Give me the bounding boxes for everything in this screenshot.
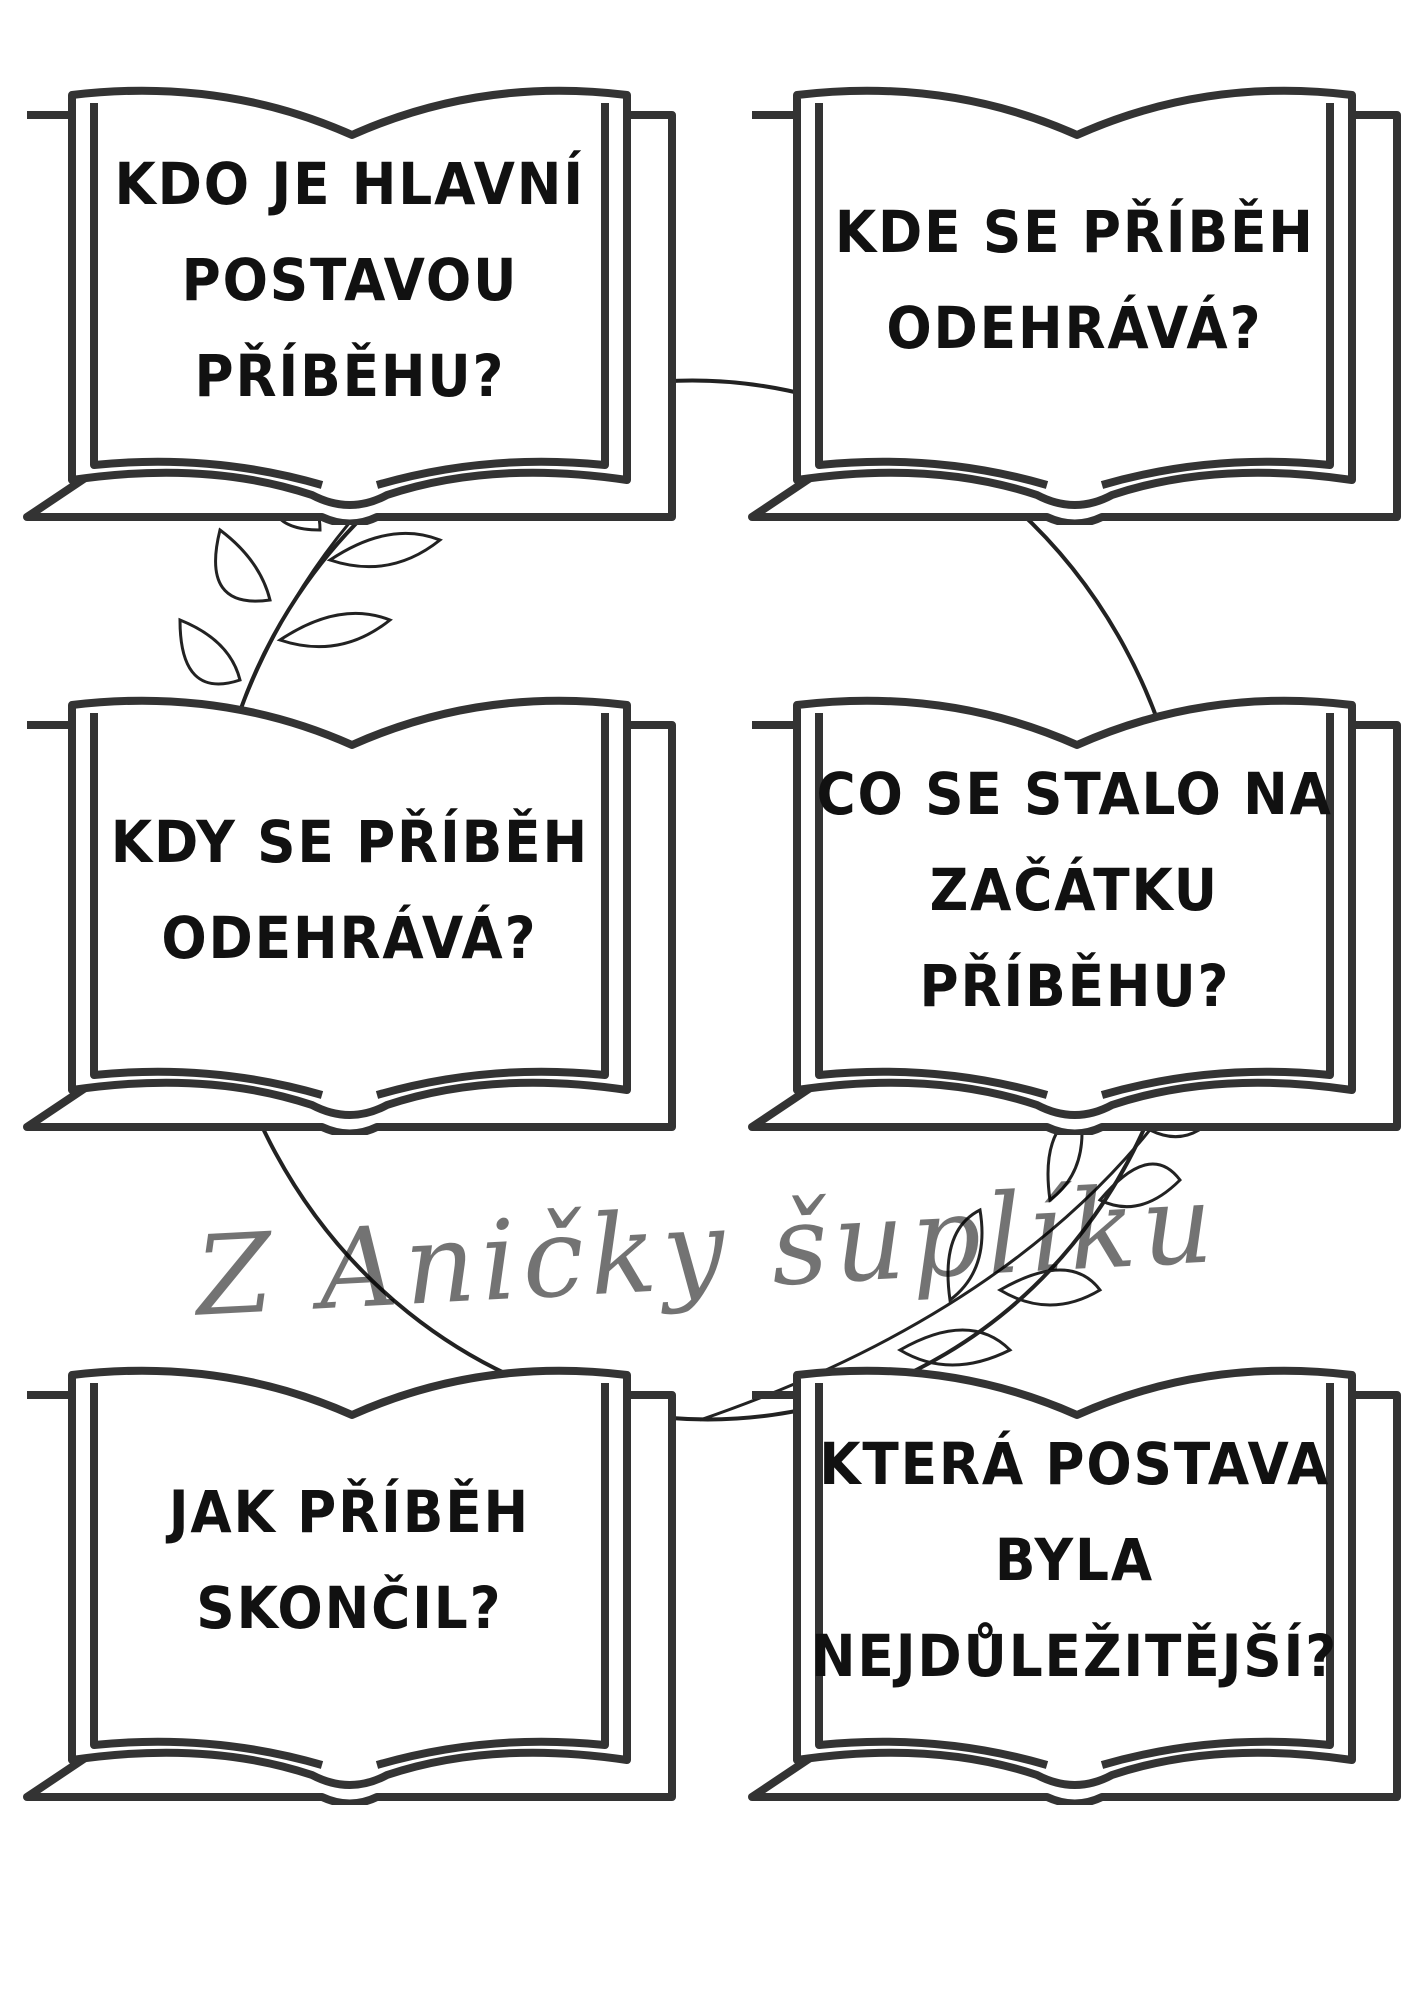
card-text: PŘÍBĚHU?	[919, 952, 1230, 1020]
watermark-signature: Z Aničky šuplíku	[192, 1159, 1222, 1341]
card-text: NEJDŮLEŽITĚJŠÍ?	[810, 1622, 1339, 1690]
question-card: JAK PŘÍBĚH SKONČIL?	[22, 1365, 677, 1805]
card-text: PŘÍBĚHU?	[194, 342, 505, 410]
card-text: BYLA	[994, 1526, 1155, 1594]
card-text: KDE SE PŘÍBĚH	[834, 198, 1315, 266]
card-text: SKONČIL?	[196, 1574, 503, 1642]
question-card: CO SE STALO NA ZAČÁTKU PŘÍBĚHU?	[747, 695, 1402, 1135]
card-text: CO SE STALO NA	[816, 760, 1333, 828]
card-text: ZAČÁTKU	[929, 856, 1220, 924]
card-text: POSTAVOU	[181, 246, 518, 314]
card-text: KTERÁ POSTAVA	[819, 1430, 1330, 1498]
card-text: KDO JE HLAVNÍ	[114, 150, 585, 218]
question-card: KDO JE HLAVNÍ POSTAVOU PŘÍBĚHU?	[22, 85, 677, 525]
question-card: KTERÁ POSTAVA BYLA NEJDŮLEŽITĚJŠÍ?	[747, 1365, 1402, 1805]
card-text: ODEHRÁVÁ?	[886, 294, 1263, 362]
card-text: ODEHRÁVÁ?	[161, 904, 538, 972]
question-card: KDE SE PŘÍBĚH ODEHRÁVÁ?	[747, 85, 1402, 525]
card-text: KDY SE PŘÍBĚH	[110, 808, 589, 876]
question-card: KDY SE PŘÍBĚH ODEHRÁVÁ?	[22, 695, 677, 1135]
card-text: JAK PŘÍBĚH	[168, 1478, 531, 1546]
